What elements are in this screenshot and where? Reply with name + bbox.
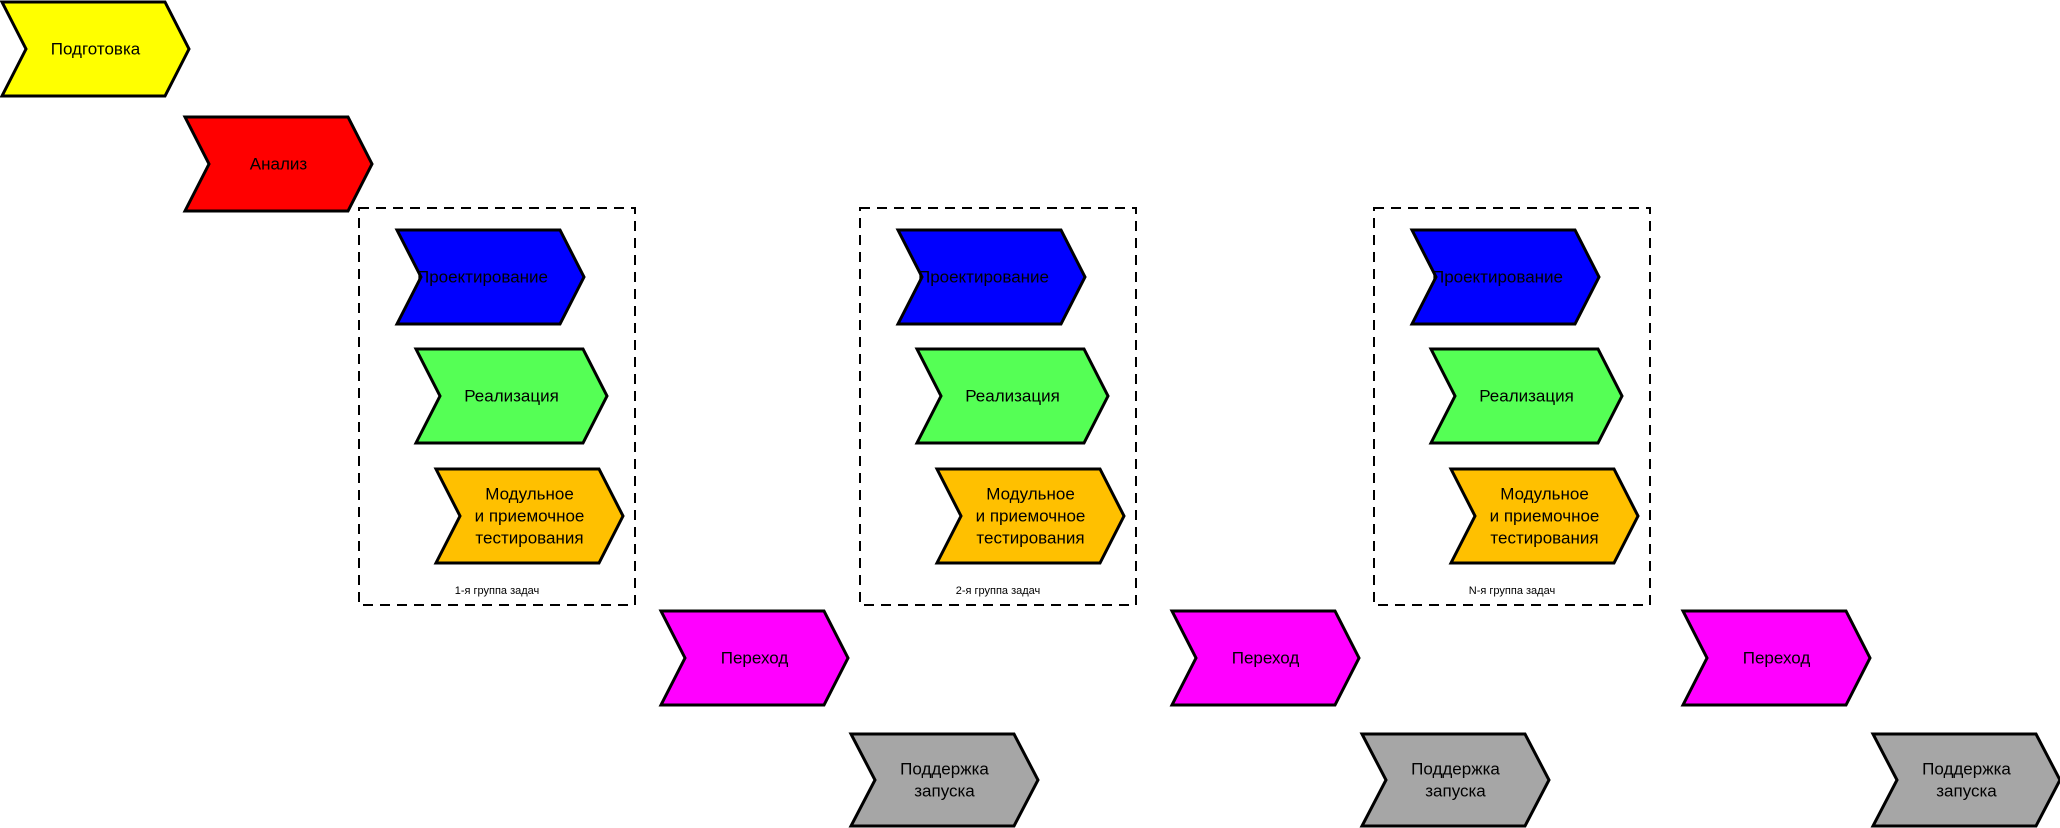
task-group-frame-3 <box>1373 207 1651 606</box>
chevron-preparation <box>0 0 191 98</box>
chevron-transition-1 <box>658 609 850 707</box>
chevron-transition-3-label: Переход <box>1743 649 1811 668</box>
chevron-design-3 <box>1409 228 1601 326</box>
chevron-testing-1 <box>433 467 625 565</box>
task-group-frame-1 <box>358 207 636 606</box>
chevron-implementation-3-label: Реализация <box>1479 387 1574 406</box>
chevron-testing-2 <box>934 467 1126 565</box>
chevron-design-3-label: Проектирование <box>1432 268 1563 287</box>
chevron-launch-support-2 <box>1359 732 1551 828</box>
chevron-launch-support-1 <box>848 732 1040 828</box>
task-group-caption-1: 1-я группа задач <box>455 585 540 597</box>
chevron-analysis <box>182 115 374 213</box>
chevron-preparation-label: Подготовка <box>51 40 141 59</box>
chevron-transition-1-label: Переход <box>721 649 789 668</box>
task-group-frame-2 <box>859 207 1137 606</box>
chevron-implementation-2-label: Реализация <box>965 387 1060 406</box>
chevron-transition-2-label: Переход <box>1232 649 1300 668</box>
task-group-caption-2: 2-я группа задач <box>956 585 1041 597</box>
chevron-implementation-2 <box>914 347 1110 445</box>
chevron-design-2 <box>895 228 1087 326</box>
chevron-launch-support-3 <box>1870 732 2060 828</box>
chevron-transition-3 <box>1680 609 1872 707</box>
chevron-testing-3 <box>1448 467 1640 565</box>
task-group-caption-3: N-я группа задач <box>1469 585 1555 597</box>
chevron-implementation-1 <box>413 347 609 445</box>
chevron-implementation-1-label: Реализация <box>464 387 559 406</box>
chevron-design-1 <box>394 228 586 326</box>
chevron-transition-2 <box>1169 609 1361 707</box>
chevron-implementation-3 <box>1428 347 1624 445</box>
chevron-analysis-label: Анализ <box>250 155 308 174</box>
chevron-design-2-label: Проектирование <box>918 268 1049 287</box>
chevron-design-1-label: Проектирование <box>417 268 548 287</box>
